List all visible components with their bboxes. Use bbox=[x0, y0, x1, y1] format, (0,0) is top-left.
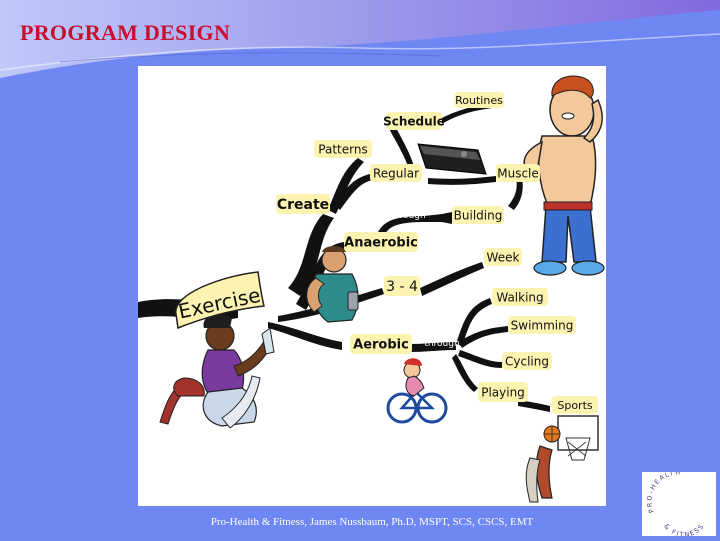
day-planner-icon bbox=[417, 143, 487, 175]
svg-text:PRO-HEALTH: PRO-HEALTH bbox=[645, 472, 681, 514]
branch-walking bbox=[456, 298, 492, 346]
slide-title: PROGRAM DESIGN bbox=[20, 20, 231, 45]
node-aerobic-box bbox=[350, 334, 412, 354]
node-anaerobic-box bbox=[344, 232, 418, 252]
branch-schedule bbox=[388, 124, 414, 166]
logo-top-text: PRO-HEALTH bbox=[645, 469, 680, 515]
node-regular-box bbox=[370, 164, 422, 182]
node-patterns-box bbox=[314, 140, 372, 158]
node-swimming-box bbox=[508, 316, 576, 334]
node-anaerobic-label: Anaerobic bbox=[344, 236, 418, 251]
node-building-label: Building bbox=[454, 208, 503, 222]
stretching-woman-icon bbox=[159, 314, 275, 429]
node-schedule: Schedule bbox=[383, 112, 445, 130]
node-create: Create bbox=[276, 194, 330, 214]
branch-regular bbox=[334, 174, 372, 210]
node-frequency-label: 3 - 4 bbox=[386, 279, 418, 295]
branch-swimming bbox=[458, 326, 508, 348]
pro-health-logo-mark: PRO-HEALTH & FITNESS bbox=[645, 469, 706, 539]
node-playing-box bbox=[478, 382, 528, 402]
branch-muscle bbox=[428, 176, 496, 185]
node-swimming: Swimming bbox=[508, 316, 576, 334]
node-playing-label: Playing bbox=[481, 385, 525, 399]
pro-health-logo: PRO-HEALTH & FITNESS bbox=[642, 469, 716, 539]
branch-sports bbox=[518, 400, 550, 412]
node-create-label: Create bbox=[277, 197, 329, 213]
cyclist-icon bbox=[386, 358, 448, 424]
node-cycling-label: Cycling bbox=[505, 354, 549, 368]
node-muscle-box bbox=[496, 164, 540, 182]
node-routines-label: Routines bbox=[455, 94, 503, 107]
node-routines: Routines bbox=[454, 92, 504, 108]
node-week-box bbox=[484, 248, 522, 266]
node-frequency: 3 - 4 bbox=[384, 276, 420, 296]
node-through-anaerobic-label: through bbox=[390, 211, 425, 221]
node-through-aerobic-label: through bbox=[424, 339, 459, 349]
branch-cycling bbox=[458, 350, 502, 368]
node-schedule-label: Schedule bbox=[383, 114, 445, 128]
node-patterns-label: Patterns bbox=[318, 142, 367, 156]
branch-create bbox=[288, 214, 334, 296]
node-create-box bbox=[276, 194, 330, 214]
node-aerobic: Aerobic bbox=[350, 334, 412, 354]
node-sports-label: Sports bbox=[557, 399, 593, 412]
node-through-anaerobic: through bbox=[390, 211, 425, 221]
node-schedule-box bbox=[386, 112, 442, 130]
branch-through-aerobic bbox=[408, 342, 456, 352]
branch-building-muscle bbox=[508, 178, 523, 210]
basketball-player-icon bbox=[525, 415, 599, 503]
branch-times-per bbox=[420, 262, 484, 296]
node-exercise: Exercise bbox=[175, 271, 265, 330]
node-anaerobic: Anaerobic bbox=[344, 232, 418, 252]
branch-aerobic bbox=[268, 322, 342, 350]
node-walking-box bbox=[492, 288, 548, 306]
node-building-box bbox=[452, 206, 504, 224]
node-cycling: Cycling bbox=[502, 352, 552, 370]
branch-building bbox=[442, 212, 452, 224]
node-through-aerobic: through bbox=[424, 339, 459, 349]
weightlifter-icon bbox=[306, 246, 359, 323]
branch-patterns bbox=[328, 158, 364, 214]
branch-playing bbox=[452, 354, 478, 392]
node-regular-label: Regular bbox=[373, 166, 419, 180]
branch-through-anaerobic bbox=[378, 214, 442, 236]
node-cycling-box bbox=[502, 352, 552, 370]
node-walking: Walking bbox=[492, 288, 548, 306]
header-wave-band bbox=[0, 0, 720, 78]
node-walking-label: Walking bbox=[496, 290, 543, 304]
node-sports: Sports bbox=[552, 396, 598, 414]
node-frequency-box bbox=[384, 276, 420, 296]
node-building: Building bbox=[452, 206, 504, 224]
logo-bottom-text: & FITNESS bbox=[662, 522, 704, 539]
node-aerobic-label: Aerobic bbox=[353, 338, 409, 353]
node-regular: Regular bbox=[370, 164, 422, 182]
node-week-label: Week bbox=[487, 250, 520, 264]
footer-credit: Pro-Health & Fitness, James Nussbaum, Ph… bbox=[210, 516, 534, 528]
node-swimming-label: Swimming bbox=[511, 318, 574, 332]
node-sports-box bbox=[552, 396, 598, 414]
node-routines-box bbox=[454, 92, 504, 108]
svg-text:& FITNESS: & FITNESS bbox=[662, 522, 706, 536]
node-muscle: Muscle bbox=[496, 164, 540, 182]
node-patterns: Patterns bbox=[314, 140, 372, 158]
muscle-man-icon bbox=[523, 75, 605, 276]
node-playing: Playing bbox=[478, 382, 528, 402]
node-week: Week bbox=[484, 248, 522, 266]
node-muscle-label: Muscle bbox=[497, 166, 539, 180]
